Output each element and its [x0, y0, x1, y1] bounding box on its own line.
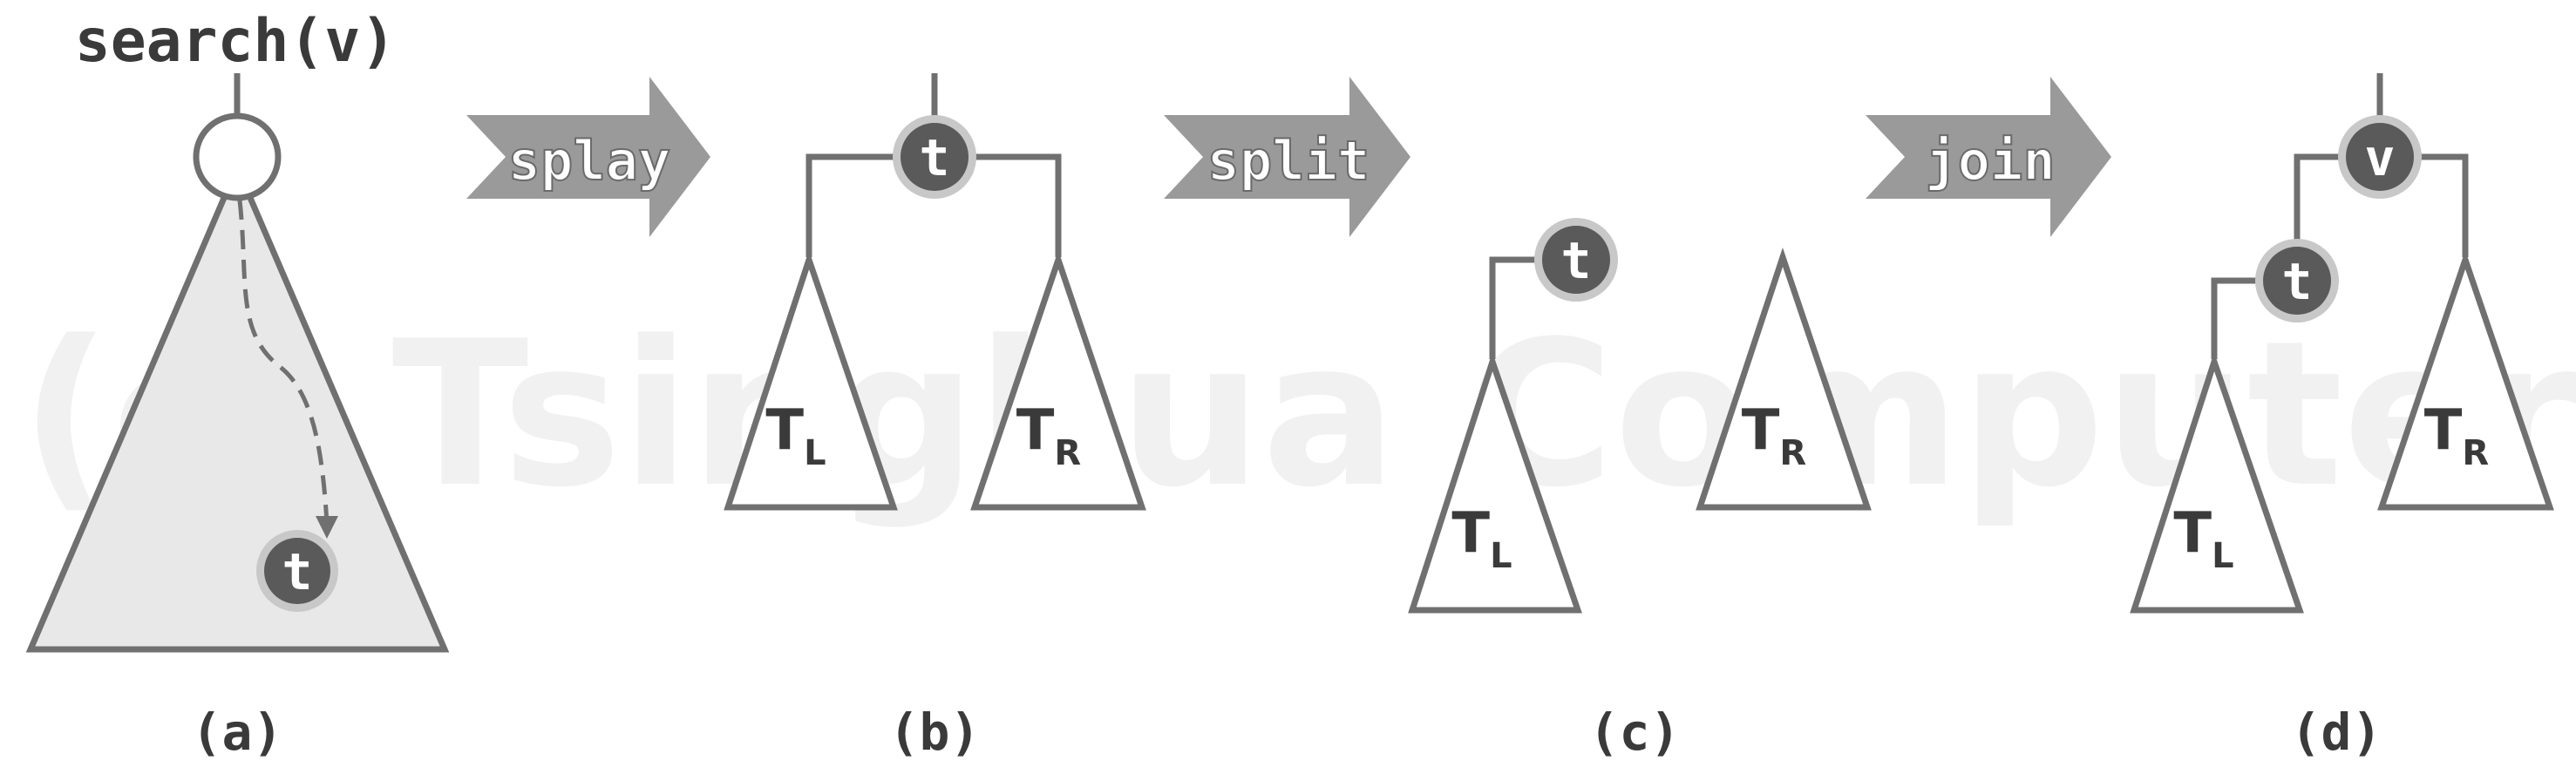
subtree-label-tl-b: TL: [765, 398, 826, 473]
subtree-tl-d: [2130, 351, 2304, 614]
search-path-arrowhead: [316, 516, 338, 539]
panel-a: search(v) t (a): [25, 7, 450, 762]
subtree-label-tr-b: TR: [1016, 398, 1081, 473]
subtree-tr-b: [970, 250, 1146, 511]
panel-c: t TL TR (c): [1408, 218, 1872, 762]
panel-label-a: (a): [192, 703, 283, 762]
node-t-label: t: [2282, 252, 2313, 311]
splay-arrow: splay: [466, 77, 710, 237]
whole-tree: [25, 160, 450, 653]
watermark: (c) Tsinghua Computer: [20, 299, 2576, 532]
subtree-tl-c: [1408, 351, 1582, 614]
node-t-label: t: [282, 542, 313, 601]
search-path: [237, 200, 330, 524]
subtree-label-tl-d: TL: [2173, 501, 2233, 576]
node-t-label: t: [1561, 231, 1592, 290]
panel-label-d: (d): [2291, 703, 2382, 762]
join-arrow: join: [1866, 77, 2111, 237]
node-t-b: t: [893, 115, 976, 199]
subtree-label-tr-c: TR: [1742, 398, 1806, 473]
join-label: join: [1925, 129, 2055, 193]
panel-label-b: (b): [889, 703, 981, 762]
node-v-label: v: [2365, 128, 2396, 187]
node-t-a: t: [256, 530, 338, 612]
subtree-tl-b: [724, 249, 898, 511]
node-t-d: t: [2255, 239, 2339, 322]
subtree-tr-c: [1696, 247, 1872, 511]
subtree-label-tl-c: TL: [1451, 501, 1512, 576]
subtree-tr-d: [2377, 250, 2554, 511]
split-arrow: split: [1164, 77, 1410, 237]
panel-d: v t TL TR (d): [2130, 73, 2554, 762]
panel-b: t TL TR (b): [724, 73, 1146, 762]
split-label: split: [1207, 129, 1370, 193]
splay-label: splay: [508, 129, 671, 193]
node-t-c: t: [1534, 218, 1618, 302]
search-title: search(v): [75, 7, 396, 76]
node-v-d: v: [2338, 115, 2422, 199]
node-t-label: t: [920, 128, 950, 187]
root-node: [193, 112, 282, 201]
subtree-label-tr-d: TR: [2424, 398, 2489, 473]
panel-label-c: (c): [1589, 703, 1681, 762]
